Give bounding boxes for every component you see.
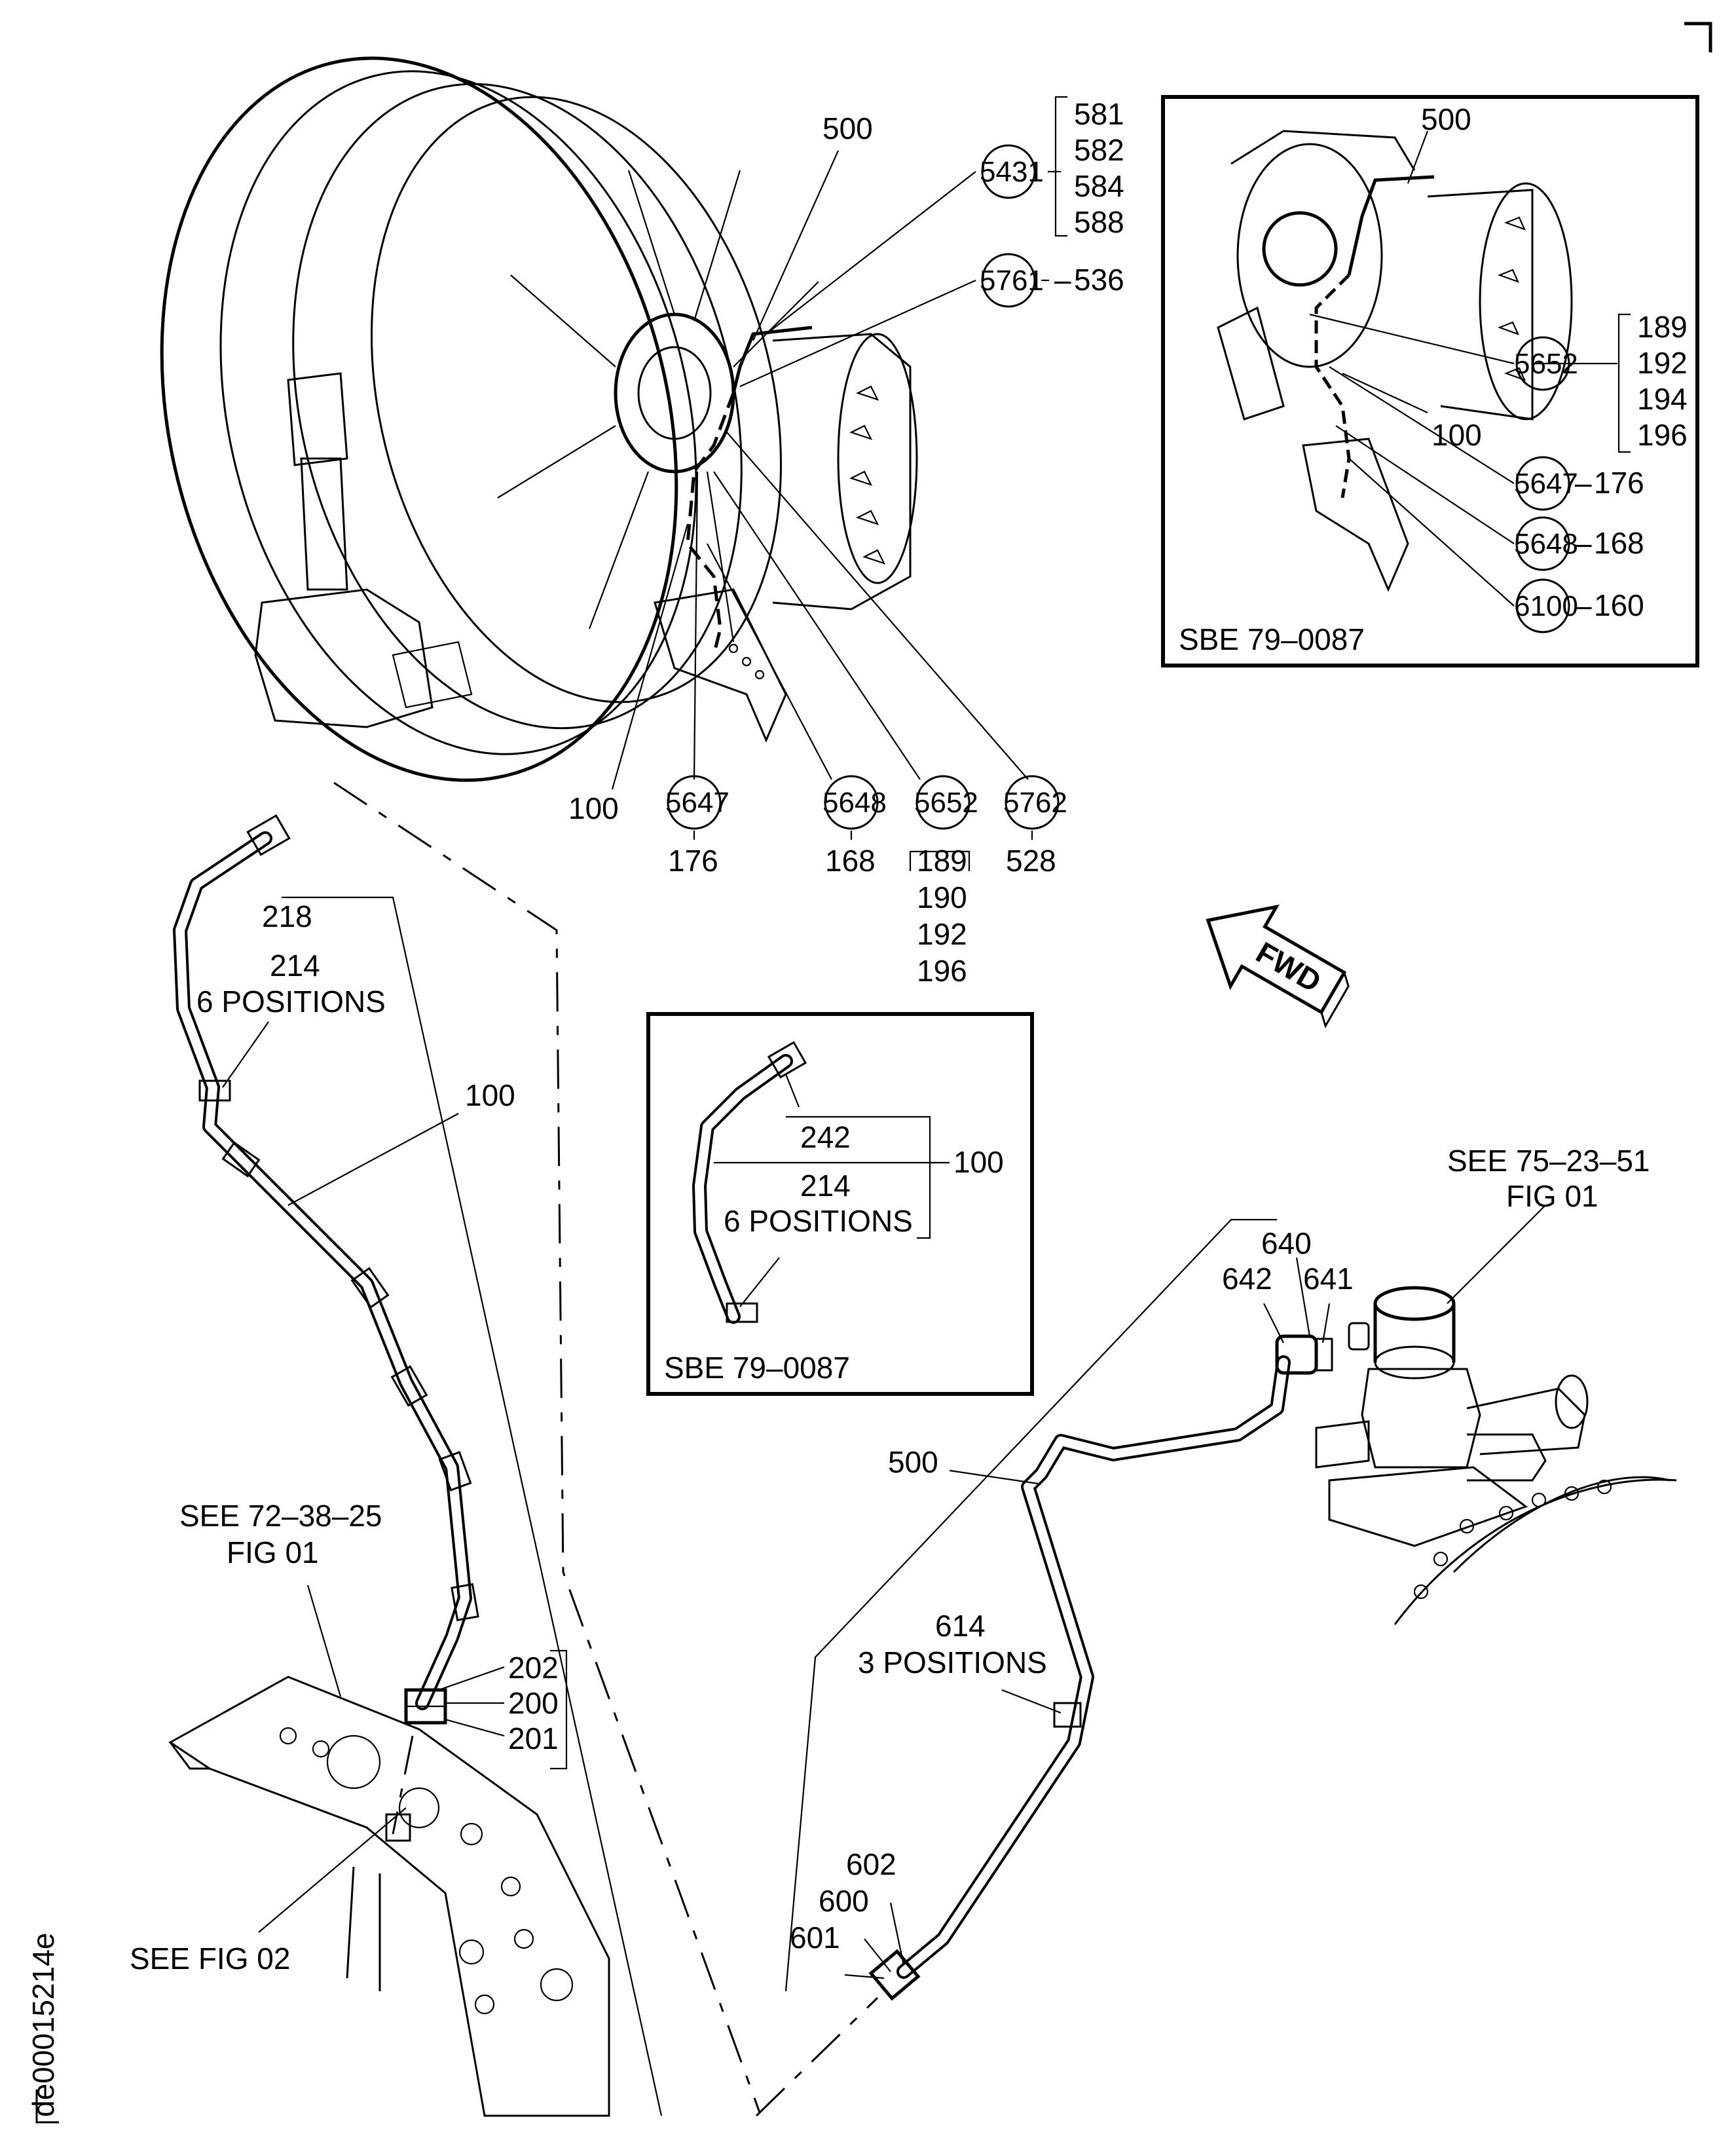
inset-top-5647-item: 176 [1594, 466, 1644, 500]
callout-202: 202 [508, 1651, 559, 1685]
inset-top-5647-dash: – [1575, 466, 1592, 500]
inset-top-callouts [1515, 336, 1570, 633]
left-tube-phantom-line-2 [392, 1735, 414, 1835]
inset-mid-caption: SBE 79–0087 [664, 1351, 850, 1385]
inset-top-leaders [1309, 130, 1631, 607]
callout-601: 601 [790, 1921, 840, 1955]
callout-214: 214 [270, 948, 320, 983]
callout-5431-item-3: 584 [1074, 169, 1124, 203]
inset-top-5652-item-2: 192 [1637, 346, 1688, 380]
inset-sbe-mid-frame [646, 1012, 1034, 1396]
left-tube-leaders [222, 896, 663, 2116]
callout-5652-item-3: 192 [917, 917, 967, 951]
callout-600: 600 [819, 1884, 869, 1918]
callout-5648-item: 168 [825, 844, 876, 878]
inset-top-callout-6100: 6100 [1514, 590, 1578, 622]
figure-id-mark [35, 2090, 59, 2124]
inset-mid-callout-242: 242 [800, 1120, 851, 1154]
valve-illustration [1315, 1286, 1677, 1625]
inset-top-5652-item-3: 194 [1637, 382, 1688, 416]
callout-642: 642 [1222, 1262, 1272, 1296]
bracket-illustration [168, 1676, 610, 2117]
corner-mark [1684, 22, 1712, 52]
inset-mid-callout-214: 214 [800, 1169, 851, 1203]
engine-illustration [160, 56, 918, 782]
inset-mid-callout-214-note: 6 POSITIONS [724, 1204, 913, 1238]
inset-top-5652-item-1: 189 [1637, 310, 1688, 344]
figure-id: de00015214e [26, 1933, 60, 2117]
inset-top-caption: SBE 79–0087 [1179, 622, 1365, 656]
inset-mid-leaders [714, 1074, 950, 1307]
inset-top-5652-item-4: 196 [1637, 418, 1688, 452]
inset-mid-callout-100: 100 [953, 1145, 1004, 1179]
callout-5761: 5761 [980, 265, 1044, 297]
callout-5652-item-2: 190 [917, 880, 967, 914]
callout-641: 641 [1303, 1262, 1354, 1296]
inset-sbe-top-frame [1161, 95, 1699, 667]
main-view-callouts [667, 144, 1060, 830]
callout-5761-dash: – [1054, 263, 1071, 297]
callout-640: 640 [1261, 1226, 1312, 1260]
callout-5431-item-1: 581 [1074, 97, 1124, 131]
ref-see-fig-02: SEE FIG 02 [130, 1941, 290, 1976]
callout-5761-item: 536 [1074, 263, 1124, 297]
fwd-label: FWD [1251, 935, 1327, 998]
callout-614-note: 3 POSITIONS [858, 1645, 1047, 1679]
callout-5762-item: 528 [1006, 844, 1056, 878]
callout-602: 602 [846, 1847, 896, 1881]
callout-201: 201 [508, 1721, 559, 1755]
inset-top-callout-5647: 5647 [1514, 468, 1578, 500]
inset-top-callout-500: 500 [1421, 102, 1471, 136]
callout-5431: 5431 [980, 156, 1044, 188]
callout-5652: 5652 [914, 787, 978, 819]
ref-75-23-51: SEE 75–23–51 [1447, 1144, 1650, 1178]
ref-75-fig: FIG 01 [1506, 1179, 1598, 1213]
inset-top-callout-5648: 5648 [1514, 528, 1578, 560]
inset-mid-tube [692, 1041, 807, 1324]
callout-614: 614 [935, 1609, 986, 1643]
callout-5652-item-4: 196 [917, 954, 967, 988]
callout-5762: 5762 [1003, 787, 1067, 819]
inset-top-5648-dash: – [1575, 526, 1592, 560]
callout-5652-item-1: 189 [917, 844, 967, 878]
callout-200: 200 [508, 1686, 559, 1720]
callout-5648: 5648 [822, 787, 887, 819]
callout-5647: 5647 [665, 787, 729, 819]
inset-top-callout-100: 100 [1431, 418, 1482, 452]
inset-top-callout-5652: 5652 [1514, 348, 1578, 380]
callout-214-note: 6 POSITIONS [196, 985, 386, 1019]
inset-top-5648-item: 168 [1594, 526, 1644, 560]
left-callout-100: 100 [465, 1078, 515, 1112]
right-tube-phantom-line [755, 1997, 879, 2117]
callout-5647-item: 176 [668, 844, 718, 878]
callout-218: 218 [262, 899, 312, 933]
inset-top-6100-dash: – [1575, 588, 1592, 622]
inset-top-6100-item: 160 [1594, 588, 1644, 622]
ref-72-38-25: SEE 72–38–25 [179, 1499, 382, 1533]
inset-top-illustration [1217, 130, 1573, 592]
callout-500: 500 [822, 111, 873, 145]
callout-100: 100 [568, 791, 619, 825]
right-callout-500: 500 [888, 1445, 938, 1479]
callout-5431-item-4: 588 [1074, 205, 1124, 239]
main-view-leaders [611, 96, 1067, 871]
fwd-arrow: FWD [1206, 904, 1350, 1029]
right-tube-leaders [785, 1205, 1546, 1992]
left-tube-phantom-line [333, 781, 761, 2113]
callout-5431-item-2: 582 [1074, 133, 1124, 167]
ref-72-fig: FIG 01 [227, 1535, 319, 1569]
left-tube [173, 814, 479, 1725]
